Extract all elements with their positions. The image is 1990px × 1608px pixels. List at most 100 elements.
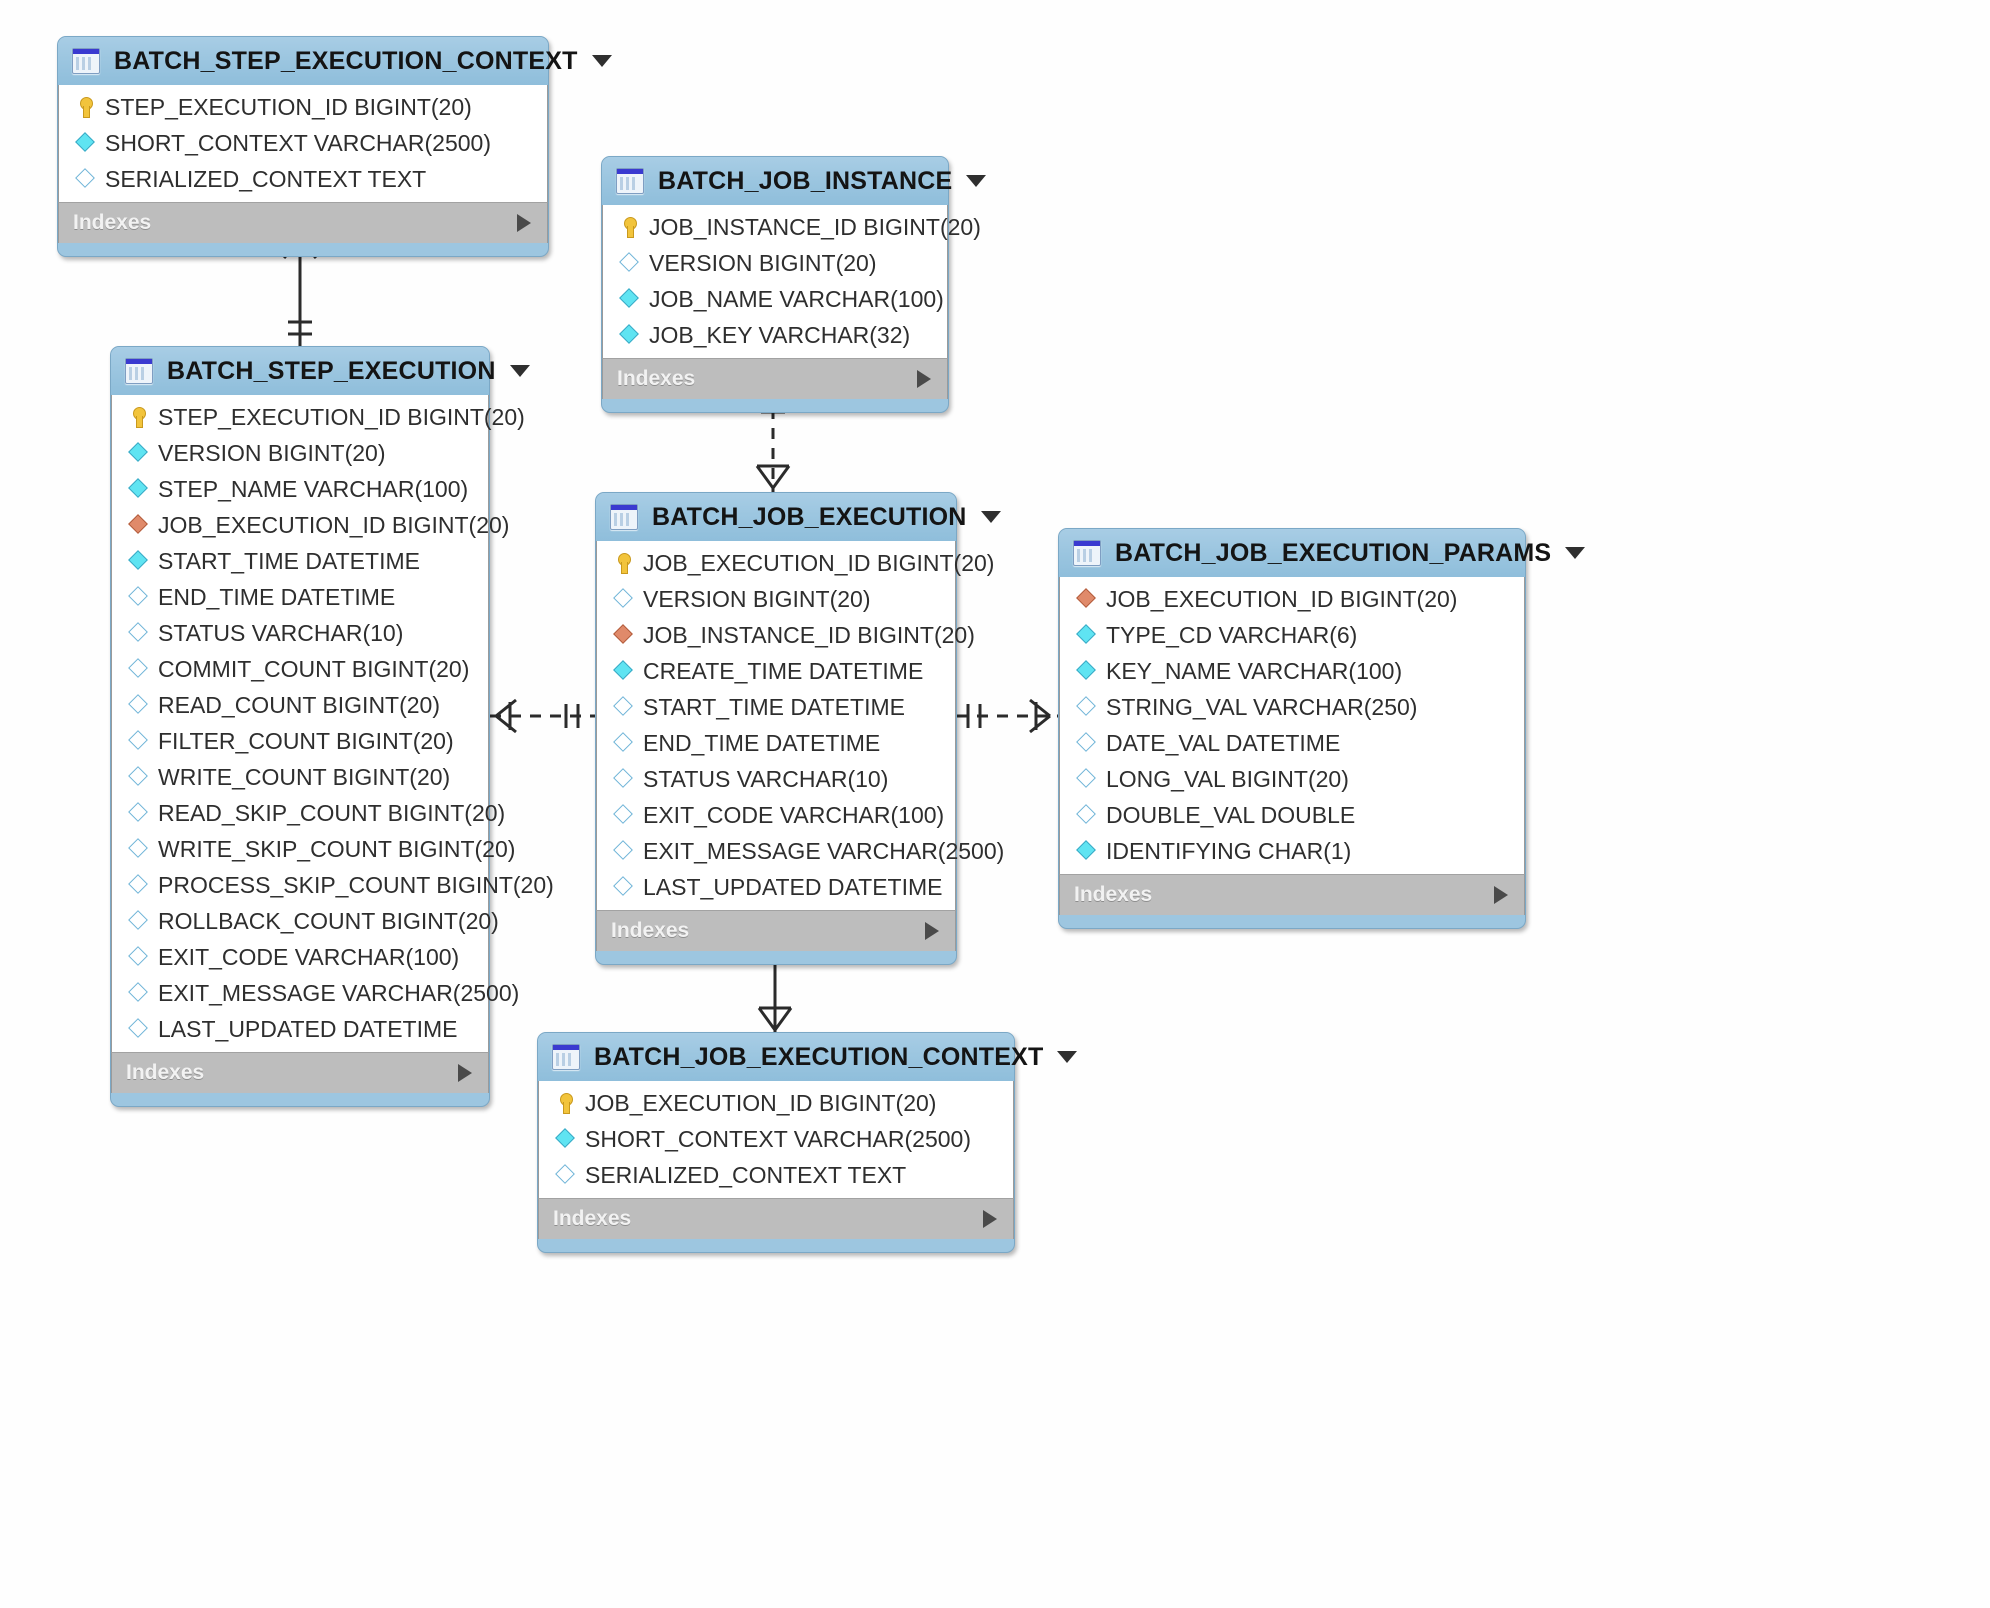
table-header-batch_step_execution_context[interactable]: BATCH_STEP_EXECUTION_CONTEXT	[58, 37, 612, 85]
column-row[interactable]: JOB_EXECUTION_ID BIGINT(20)	[1060, 581, 1524, 617]
table-batch_job_execution_context[interactable]: BATCH_JOB_EXECUTION_CONTEXT JOB_EXECUTION…	[537, 1032, 1078, 1253]
column-label: IDENTIFYING CHAR(1)	[1106, 837, 1352, 864]
column-label: STATUS VARCHAR(10)	[643, 765, 889, 792]
column-row[interactable]: END_TIME DATETIME	[112, 579, 488, 615]
column-row[interactable]: VERSION BIGINT(20)	[597, 581, 955, 617]
expand-arrow-icon[interactable]	[925, 922, 939, 940]
column-row[interactable]: END_TIME DATETIME	[597, 725, 955, 761]
column-row[interactable]: FILTER_COUNT BIGINT(20)	[112, 723, 488, 759]
column-row[interactable]: STEP_NAME VARCHAR(100)	[112, 471, 488, 507]
table-batch_job_execution[interactable]: BATCH_JOB_EXECUTION JOB_EXECUTION_ID BIGI…	[595, 492, 1004, 965]
column-row[interactable]: JOB_EXECUTION_ID BIGINT(20)	[597, 545, 994, 581]
chevron-down-icon[interactable]	[1565, 547, 1586, 559]
column-row[interactable]: VERSION BIGINT(20)	[603, 245, 947, 281]
column-row[interactable]: JOB_EXECUTION_ID BIGINT(20)	[539, 1085, 1013, 1121]
column-row[interactable]: COMMIT_COUNT BIGINT(20)	[112, 651, 488, 687]
column-label: SHORT_CONTEXT VARCHAR(2500)	[585, 1125, 971, 1152]
column-row[interactable]: EXIT_CODE VARCHAR(100)	[112, 939, 488, 975]
table-name: BATCH_STEP_EXECUTION_CONTEXT	[114, 46, 578, 75]
table-header-batch_job_execution_context[interactable]: BATCH_JOB_EXECUTION_CONTEXT	[538, 1033, 1078, 1081]
table-batch_job_instance[interactable]: BATCH_JOB_INSTANCE JOB_INSTANCE_ID BIGINT…	[601, 156, 987, 413]
nullable-column-icon	[611, 804, 637, 826]
indexes-section-batch_job_instance[interactable]: Indexes	[602, 358, 948, 399]
diamond-glyph	[613, 588, 633, 608]
diamond-glyph	[613, 804, 633, 824]
column-row[interactable]: EXIT_CODE VARCHAR(100)	[597, 797, 955, 833]
nullable-column-icon	[617, 252, 643, 274]
indexes-label: Indexes	[73, 211, 152, 234]
column-row[interactable]: JOB_INSTANCE_ID BIGINT(20)	[603, 209, 981, 245]
column-row[interactable]: WRITE_SKIP_COUNT BIGINT(20)	[112, 831, 515, 867]
column-row[interactable]: SERIALIZED_CONTEXT TEXT	[59, 161, 547, 197]
column-row[interactable]: TYPE_CD VARCHAR(6)	[1060, 617, 1524, 653]
chevron-down-icon[interactable]	[980, 511, 1001, 523]
column-row[interactable]: STATUS VARCHAR(10)	[597, 761, 955, 797]
nullable-column-icon	[126, 622, 152, 644]
column-row[interactable]: STEP_EXECUTION_ID BIGINT(20)	[59, 89, 547, 125]
column-label: PROCESS_SKIP_COUNT BIGINT(20)	[158, 871, 554, 898]
indexes-section-batch_job_execution[interactable]: Indexes	[596, 910, 956, 951]
column-label: LONG_VAL BIGINT(20)	[1106, 765, 1349, 792]
expand-arrow-icon[interactable]	[983, 1210, 997, 1228]
column-row[interactable]: LAST_UPDATED DATETIME	[112, 1011, 488, 1047]
expand-arrow-icon[interactable]	[1494, 886, 1508, 904]
diamond-glyph	[1076, 696, 1096, 716]
table-header-batch_step_execution[interactable]: BATCH_STEP_EXECUTION	[111, 347, 530, 395]
column-row[interactable]: WRITE_COUNT BIGINT(20)	[112, 759, 488, 795]
column-row[interactable]: KEY_NAME VARCHAR(100)	[1060, 653, 1524, 689]
chevron-down-icon[interactable]	[966, 175, 987, 187]
column-row[interactable]: JOB_KEY VARCHAR(32)	[603, 317, 947, 353]
column-label: END_TIME DATETIME	[158, 583, 396, 610]
column-row[interactable]: JOB_EXECUTION_ID BIGINT(20)	[112, 507, 509, 543]
indexes-section-batch_job_execution_params[interactable]: Indexes	[1059, 874, 1525, 915]
column-row[interactable]: STRING_VAL VARCHAR(250)	[1060, 689, 1524, 725]
column-row[interactable]: STEP_EXECUTION_ID BIGINT(20)	[112, 399, 525, 435]
column-row[interactable]: DATE_VAL DATETIME	[1060, 725, 1524, 761]
column-row[interactable]: EXIT_MESSAGE VARCHAR(2500)	[112, 975, 519, 1011]
indexes-section-batch_step_execution[interactable]: Indexes	[111, 1052, 489, 1093]
column-row[interactable]: LONG_VAL BIGINT(20)	[1060, 761, 1524, 797]
column-row[interactable]: SERIALIZED_CONTEXT TEXT	[539, 1157, 1013, 1193]
column-row[interactable]: SHORT_CONTEXT VARCHAR(2500)	[539, 1121, 1013, 1157]
column-row[interactable]: ROLLBACK_COUNT BIGINT(20)	[112, 903, 499, 939]
indexes-section-batch_step_execution_context[interactable]: Indexes	[58, 202, 548, 243]
table-header-batch_job_instance[interactable]: BATCH_JOB_INSTANCE	[602, 157, 987, 205]
diamond-glyph	[619, 324, 639, 344]
table-batch_step_execution_context[interactable]: BATCH_STEP_EXECUTION_CONTEXT STEP_EXECUTI…	[57, 36, 612, 257]
relationship-execution-params	[957, 698, 1058, 734]
column-row[interactable]: START_TIME DATETIME	[112, 543, 488, 579]
column-row[interactable]: VERSION BIGINT(20)	[112, 435, 488, 471]
column-label: LAST_UPDATED DATETIME	[158, 1015, 458, 1042]
column-row[interactable]: LAST_UPDATED DATETIME	[597, 869, 955, 905]
expand-arrow-icon[interactable]	[917, 370, 931, 388]
column-row[interactable]: SHORT_CONTEXT VARCHAR(2500)	[59, 125, 547, 161]
expand-arrow-icon[interactable]	[458, 1064, 472, 1082]
table-batch_step_execution[interactable]: BATCH_STEP_EXECUTION STEP_EXECUTION_ID BI…	[110, 346, 554, 1107]
column-row[interactable]: IDENTIFYING CHAR(1)	[1060, 833, 1524, 869]
column-row[interactable]: PROCESS_SKIP_COUNT BIGINT(20)	[112, 867, 554, 903]
chevron-down-icon[interactable]	[591, 55, 612, 67]
column-row[interactable]: DOUBLE_VAL DOUBLE	[1060, 797, 1524, 833]
column-row[interactable]: CREATE_TIME DATETIME	[597, 653, 955, 689]
column-row[interactable]: STATUS VARCHAR(10)	[112, 615, 488, 651]
nullable-column-icon	[553, 1164, 579, 1186]
column-row[interactable]: JOB_INSTANCE_ID BIGINT(20)	[597, 617, 975, 653]
diamond-glyph	[613, 696, 633, 716]
column-row[interactable]: READ_COUNT BIGINT(20)	[112, 687, 488, 723]
expand-arrow-icon[interactable]	[517, 214, 531, 232]
table-header-batch_job_execution[interactable]: BATCH_JOB_EXECUTION	[596, 493, 1001, 541]
table-header-batch_job_execution_params[interactable]: BATCH_JOB_EXECUTION_PARAMS	[1059, 529, 1586, 577]
column-label: VERSION BIGINT(20)	[643, 585, 871, 612]
column-label: READ_COUNT BIGINT(20)	[158, 691, 441, 718]
chevron-down-icon[interactable]	[509, 365, 530, 377]
column-label: SHORT_CONTEXT VARCHAR(2500)	[105, 129, 491, 156]
column-label: VERSION BIGINT(20)	[649, 249, 877, 276]
indexes-section-batch_job_execution_context[interactable]: Indexes	[538, 1198, 1014, 1239]
chevron-down-icon[interactable]	[1057, 1051, 1078, 1063]
table-batch_job_execution_params[interactable]: BATCH_JOB_EXECUTION_PARAMS JOB_EXECUTION_…	[1058, 528, 1586, 929]
column-label: JOB_KEY VARCHAR(32)	[649, 321, 911, 348]
column-row[interactable]: READ_SKIP_COUNT BIGINT(20)	[112, 795, 505, 831]
column-row[interactable]: JOB_NAME VARCHAR(100)	[603, 281, 947, 317]
column-row[interactable]: EXIT_MESSAGE VARCHAR(2500)	[597, 833, 1004, 869]
column-row[interactable]: START_TIME DATETIME	[597, 689, 955, 725]
